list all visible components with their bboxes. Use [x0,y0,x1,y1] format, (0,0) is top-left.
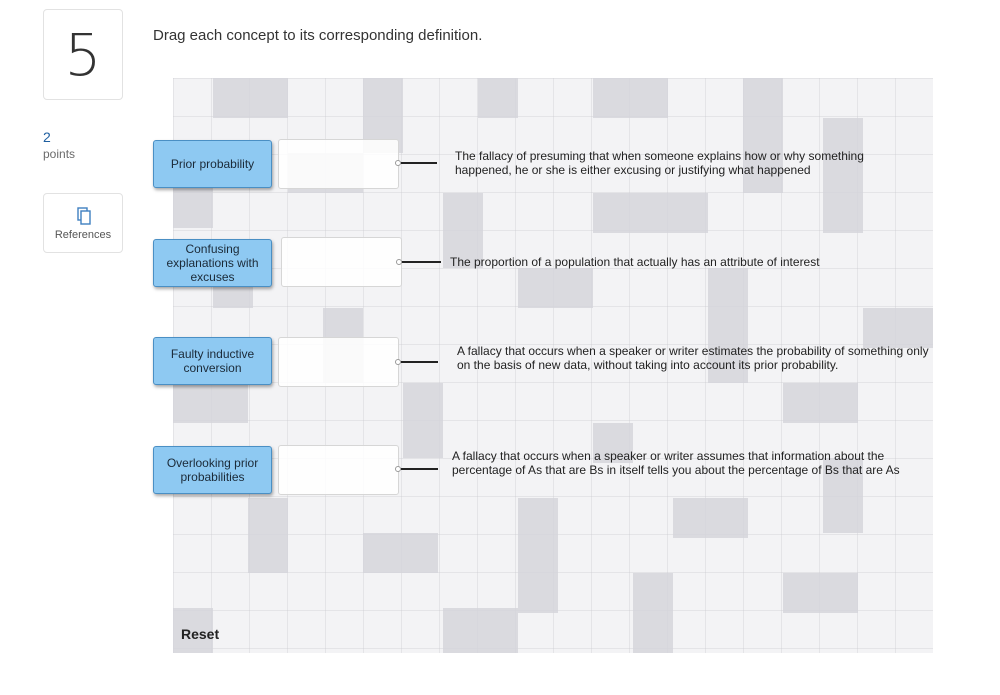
drop-zone-2[interactable] [281,237,402,287]
question-number: 5 [43,9,123,100]
connector-dot-4 [395,466,401,472]
concept-card-prior-probability[interactable]: Prior probability [153,140,272,188]
concept-card-confusing-explanations[interactable]: Confusing explanations with excuses [153,239,272,287]
references-button[interactable]: References [43,193,123,253]
definition-2: The proportion of a population that actu… [450,255,820,269]
copy-icon [77,207,91,225]
connector-dot-3 [395,359,401,365]
connector-dot-2 [396,259,402,265]
connector-dot-1 [395,160,401,166]
connector-line-4 [401,468,438,470]
question-prompt: Drag each concept to its corresponding d… [153,27,483,44]
points-label: points [43,147,76,161]
concept-card-overlooking-prior[interactable]: Overlooking prior probabilities [153,446,272,494]
drop-zone-4[interactable] [278,445,399,495]
connector-line-2 [402,261,441,263]
points-value: 2 [43,129,51,145]
drop-zone-3[interactable] [278,337,399,387]
definition-1: The fallacy of presuming that when someo… [455,149,864,177]
references-label: References [54,229,112,241]
drop-zone-1[interactable] [278,139,399,189]
concept-card-faulty-inductive[interactable]: Faulty inductive conversion [153,337,272,385]
reset-button[interactable]: Reset [181,626,220,642]
connector-line-1 [401,162,437,164]
definition-3: A fallacy that occurs when a speaker or … [457,344,929,372]
connector-line-3 [401,361,438,363]
definition-4: A fallacy that occurs when a speaker or … [452,449,900,477]
